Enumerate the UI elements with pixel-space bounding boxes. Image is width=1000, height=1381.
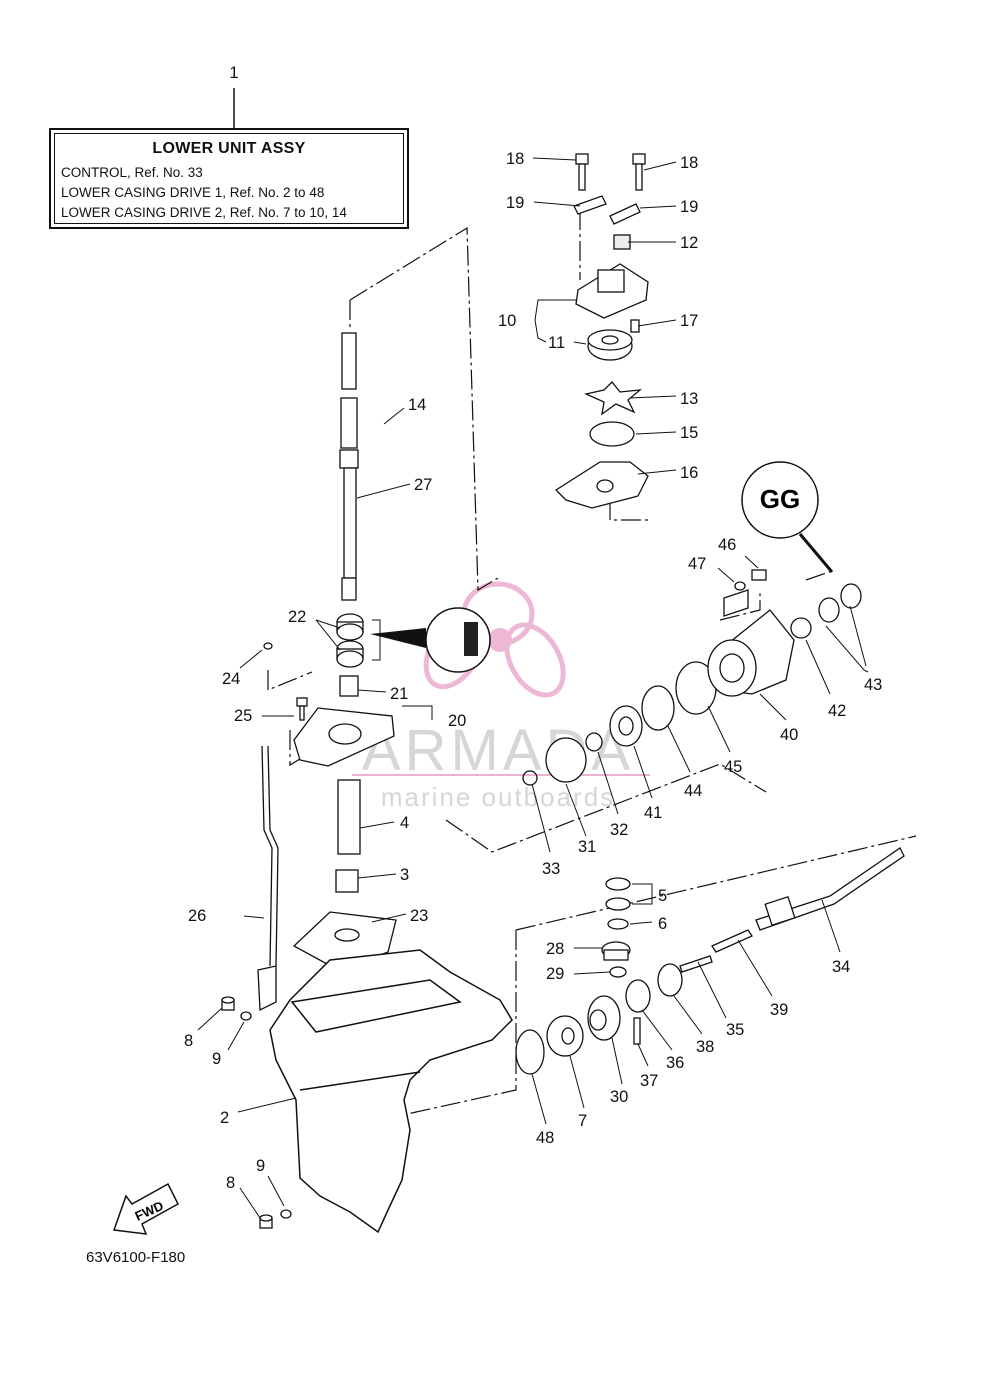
- callout-21: 21: [390, 685, 408, 703]
- sealant-label: GG: [760, 484, 800, 514]
- callout-31: 31: [578, 838, 596, 856]
- lower-casing: [269, 949, 513, 1234]
- callout-28: 28: [546, 940, 564, 958]
- watermark-subtitle: marine outboards: [381, 782, 615, 812]
- callout-7: 7: [578, 1112, 587, 1130]
- callout-27: 27: [414, 476, 432, 494]
- sealant-callout: GG: [370, 461, 834, 673]
- callout-48: 48: [536, 1129, 554, 1147]
- callout-37: 37: [640, 1072, 658, 1090]
- callout-32: 32: [610, 821, 628, 839]
- assembly-heading: LOWER UNIT ASSY: [152, 140, 306, 157]
- bearing-housing-assembly: [522, 569, 862, 786]
- callout-33: 33: [542, 860, 560, 878]
- callout-24: 24: [222, 670, 240, 688]
- callout-15: 15: [680, 424, 698, 442]
- pinion-parts: [601, 877, 631, 978]
- callout-12: 12: [680, 234, 698, 252]
- callout-34: 34: [832, 958, 850, 976]
- callout-23: 23: [410, 907, 428, 925]
- impeller-assembly: [554, 381, 649, 509]
- drive-shaft: [339, 332, 359, 601]
- title-line-control: CONTROL, Ref. No. 33: [61, 165, 203, 180]
- callout-35: 35: [726, 1021, 744, 1039]
- callout-2: 2: [220, 1109, 229, 1127]
- callout-46: 46: [718, 536, 736, 554]
- callout-38: 38: [696, 1038, 714, 1056]
- callout-11: 11: [548, 334, 565, 352]
- callout-17: 17: [680, 312, 698, 330]
- callout-29: 29: [546, 965, 564, 983]
- drain-screws: [221, 996, 292, 1229]
- callout-19a: 19: [506, 194, 524, 212]
- assembly-title-box: LOWER UNIT ASSY CONTROL, Ref. No. 33 LOW…: [49, 128, 409, 229]
- callout-18b: 18: [680, 154, 698, 172]
- callout-20: 20: [448, 712, 466, 730]
- callout-4: 4: [400, 814, 409, 832]
- callout-1: 1: [229, 64, 238, 82]
- callout-leaders: [197, 157, 869, 1219]
- callout-8a: 8: [184, 1032, 193, 1050]
- impeller-housing: [575, 234, 649, 361]
- callout-16: 16: [680, 464, 698, 482]
- callout-42: 42: [828, 702, 846, 720]
- callout-39: 39: [770, 1001, 788, 1019]
- title-line-drive-1: LOWER CASING DRIVE 1, Ref. No. 2 to 48: [61, 185, 325, 200]
- callout-9a: 9: [212, 1050, 221, 1068]
- callout-6: 6: [658, 915, 667, 933]
- pump-bolts: [573, 153, 646, 225]
- callout-40: 40: [780, 726, 798, 744]
- callout-14: 14: [408, 396, 426, 414]
- shift-rod: [257, 745, 279, 1012]
- title-box-inner-border: [54, 133, 404, 224]
- callout-8b: 8: [226, 1174, 235, 1192]
- upper-bearings: [263, 613, 395, 767]
- callout-45: 45: [724, 758, 742, 776]
- callout-22: 22: [288, 608, 306, 626]
- callout-5: 5: [658, 887, 667, 905]
- forward-arrow: FWD: [112, 1182, 179, 1235]
- callout-30: 30: [610, 1088, 628, 1106]
- callout-44: 44: [684, 782, 702, 800]
- callout-36: 36: [666, 1054, 684, 1072]
- propeller-shaft-parts: [515, 847, 905, 1075]
- callout-18a: 18: [506, 150, 524, 168]
- callout-9b: 9: [256, 1157, 265, 1175]
- callout-10: 10: [498, 312, 516, 330]
- callout-26: 26: [188, 907, 206, 925]
- callout-19b: 19: [680, 198, 698, 216]
- callout-47: 47: [688, 555, 706, 573]
- callout-25: 25: [234, 707, 252, 725]
- callout-labels: 1 18 18 19 19 12 10 11 17 13 15 16 14 27…: [184, 64, 882, 1192]
- callout-3: 3: [400, 866, 409, 884]
- diagram-code: 63V6100-F180: [86, 1249, 186, 1266]
- callout-43: 43: [864, 676, 882, 694]
- callout-41: 41: [644, 804, 662, 822]
- title-line-drive-2: LOWER CASING DRIVE 2, Ref. No. 7 to 10, …: [61, 205, 347, 220]
- watermark-name: ARMADA: [362, 718, 634, 783]
- callout-13: 13: [680, 390, 698, 408]
